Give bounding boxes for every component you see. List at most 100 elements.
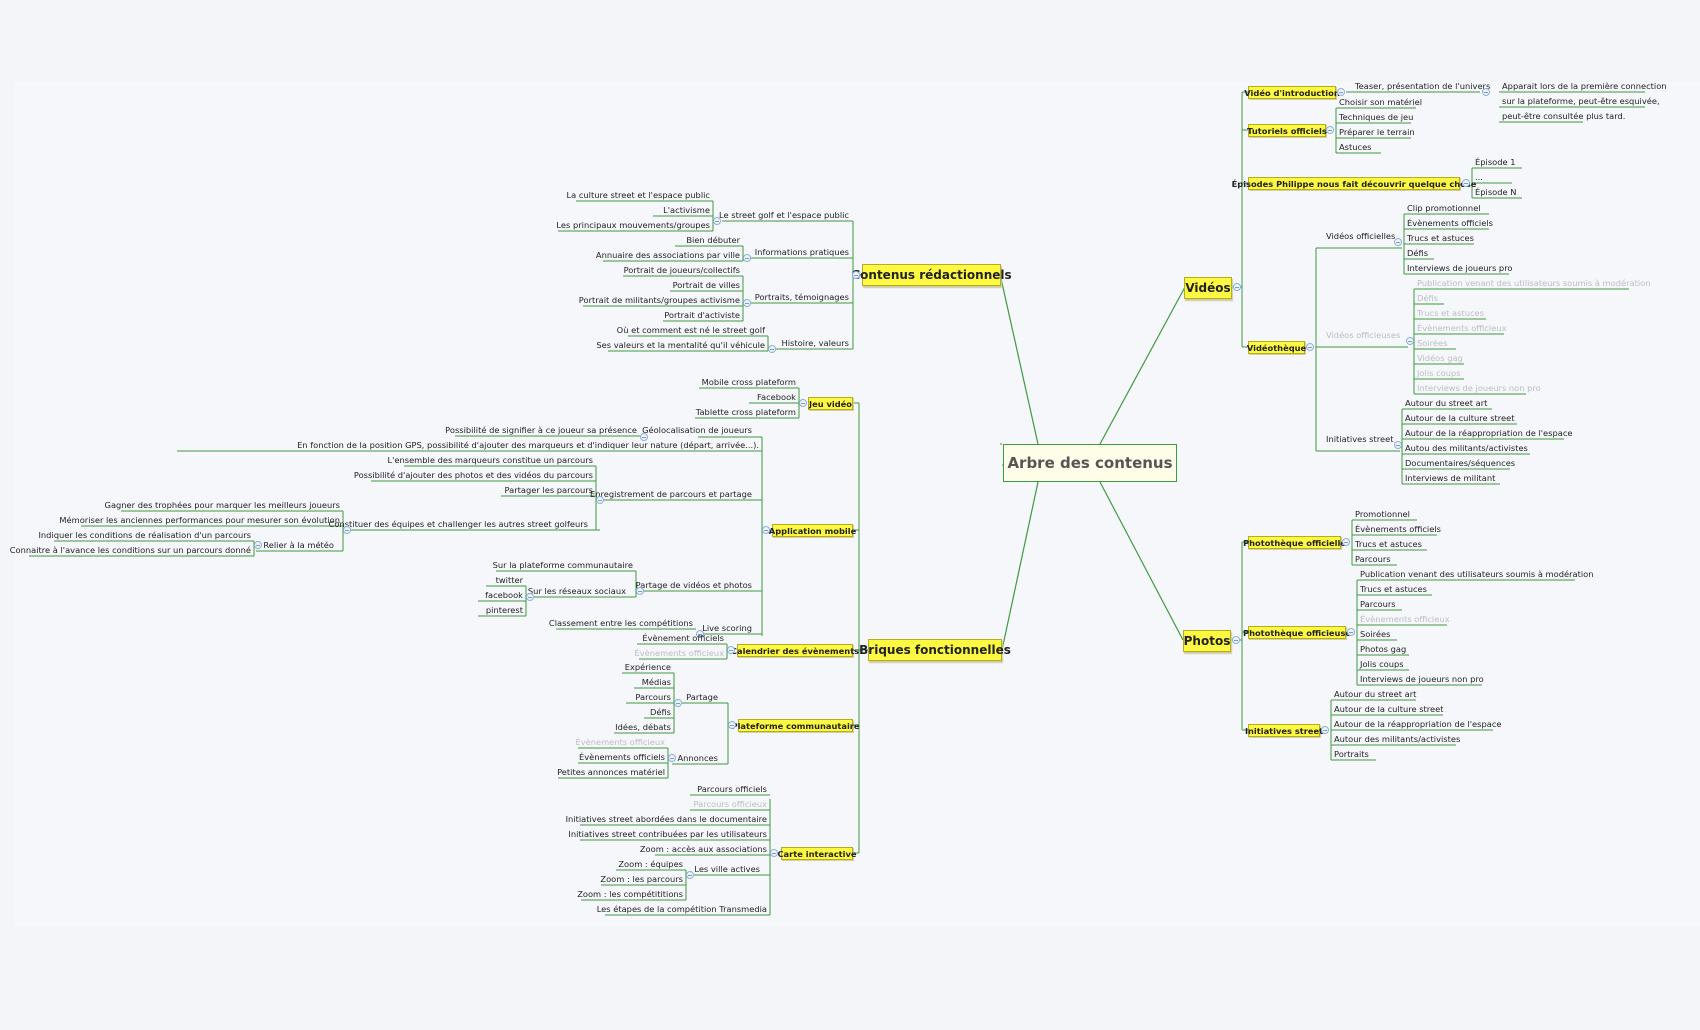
leaf-topic[interactable]: Astuces xyxy=(1339,142,1372,152)
leaf-topic[interactable]: Expérience xyxy=(624,662,671,672)
subtopic[interactable]: Relier à la météo xyxy=(263,540,334,550)
leaf-topic[interactable]: Petites annonces matériel xyxy=(557,767,665,777)
leaf-topic[interactable]: Connaitre à l'avance les conditions sur … xyxy=(9,545,251,555)
main-topic-videos[interactable]: Vidéos xyxy=(1184,277,1232,299)
leaf-topic[interactable]: L'ensemble des marqueurs constitue un pa… xyxy=(387,455,593,465)
subtopic[interactable]: Les ville actives xyxy=(694,864,760,874)
root-topic[interactable]: Arbre des contenus xyxy=(1003,444,1177,482)
leaf-topic[interactable]: Possibilité de signifier à ce joueur sa … xyxy=(445,425,637,435)
subtopic-appli-mobile[interactable]: Application mobile xyxy=(768,524,857,537)
leaf-topic[interactable]: Évènements officiels xyxy=(1355,524,1441,534)
collapse-toggle-icon[interactable] xyxy=(1394,441,1402,449)
collapse-toggle-icon[interactable] xyxy=(668,754,676,762)
collapse-toggle-icon[interactable] xyxy=(852,271,860,279)
collapse-toggle-icon[interactable] xyxy=(1321,726,1329,734)
collapse-toggle-icon[interactable] xyxy=(1306,343,1314,351)
leaf-topic[interactable]: Autour de la réappropriation de l'espace xyxy=(1405,428,1573,438)
leaf-topic[interactable]: sur la plateforme, peut-être esquivée, xyxy=(1502,96,1660,106)
leaf-topic[interactable]: Soirées xyxy=(1417,338,1448,348)
subtopic[interactable]: Annonces xyxy=(677,753,718,763)
leaf-topic[interactable]: Évènements officieux xyxy=(1417,323,1507,333)
leaf-topic[interactable]: Épisode N xyxy=(1475,187,1517,197)
collapse-toggle-icon[interactable] xyxy=(770,849,778,857)
leaf-topic[interactable]: Bien débuter xyxy=(686,235,740,245)
collapse-toggle-icon[interactable] xyxy=(1394,238,1402,246)
leaf-topic[interactable]: Indiquer les conditions de réalisation d… xyxy=(38,530,251,540)
leaf-topic[interactable]: Autour de la culture street xyxy=(1334,704,1444,714)
subtopic[interactable]: Teaser, présentation de l'univers xyxy=(1355,81,1491,91)
subtopic[interactable]: Le street golf et l'espace public xyxy=(719,210,849,220)
leaf-topic[interactable]: Soirées xyxy=(1360,629,1391,639)
collapse-toggle-icon[interactable] xyxy=(674,699,682,707)
collapse-toggle-icon[interactable] xyxy=(1347,628,1355,636)
leaf-topic[interactable]: pinterest xyxy=(485,605,523,615)
main-topic-photos[interactable]: Photos xyxy=(1183,630,1231,652)
collapse-toggle-icon[interactable] xyxy=(762,526,770,534)
subtopic-videotheque[interactable]: Vidéothèque xyxy=(1246,341,1307,354)
leaf-topic[interactable]: Zoom : les parcours xyxy=(600,874,683,884)
collapse-toggle-icon[interactable] xyxy=(686,871,694,879)
collapse-toggle-icon[interactable] xyxy=(1406,337,1414,345)
leaf-topic[interactable]: Zoom : les compétititions xyxy=(577,889,683,899)
leaf-topic[interactable]: Ses valeurs et la mentalité qu'il véhicu… xyxy=(596,340,765,350)
leaf-topic[interactable]: Évènements officiels xyxy=(579,752,665,762)
leaf-topic[interactable]: Jolis coups xyxy=(1417,368,1461,378)
collapse-toggle-icon[interactable] xyxy=(696,630,704,638)
subtopic[interactable]: Vidéos officieuses xyxy=(1326,330,1401,340)
leaf-topic[interactable]: Interviews de joueurs non pro xyxy=(1417,383,1541,393)
subtopic-plateforme[interactable]: Plateforme communautaire xyxy=(731,719,860,732)
subtopic[interactable]: Live scoring xyxy=(702,623,752,633)
leaf-topic[interactable]: Défis xyxy=(1407,248,1429,258)
leaf-topic[interactable]: Épisode 1 xyxy=(1475,157,1516,167)
leaf-topic[interactable]: Promotionnel xyxy=(1355,509,1410,519)
collapse-toggle-icon[interactable] xyxy=(636,587,644,595)
subtopic[interactable]: Informations pratiques xyxy=(754,247,849,257)
leaf-topic[interactable]: Autou des militants/activistes xyxy=(1405,443,1528,453)
leaf-topic[interactable]: Trucs et astuces xyxy=(1417,308,1484,318)
subtopic[interactable]: Géolocalisation de joueurs xyxy=(642,425,752,435)
leaf-topic[interactable]: Portraits xyxy=(1334,749,1369,759)
leaf-topic[interactable]: Trucs et astuces xyxy=(1360,584,1427,594)
leaf-topic[interactable]: Parcours officiels xyxy=(697,784,767,794)
subtopic-intro[interactable]: Vidéo d'introduction xyxy=(1244,86,1340,99)
leaf-topic[interactable]: Autour du street art xyxy=(1334,689,1417,699)
leaf-topic[interactable]: facebook xyxy=(485,590,523,600)
leaf-topic[interactable]: Initiatives street abordées dans le docu… xyxy=(565,814,767,824)
subtopic-initiatives-photos[interactable]: Initiatives street xyxy=(1244,724,1324,737)
leaf-topic[interactable]: peut-être consultée plus tard. xyxy=(1502,111,1626,121)
leaf-topic[interactable]: Parcours xyxy=(635,692,671,702)
leaf-topic[interactable]: Choisir son matériel xyxy=(1339,97,1423,107)
collapse-toggle-icon[interactable] xyxy=(254,541,262,549)
collapse-toggle-icon[interactable] xyxy=(1326,126,1334,134)
collapse-toggle-icon[interactable] xyxy=(713,217,721,225)
leaf-topic[interactable]: Parcours xyxy=(1360,599,1396,609)
leaf-topic[interactable]: ... xyxy=(1475,172,1483,182)
collapse-toggle-icon[interactable] xyxy=(1337,88,1345,96)
subtopic[interactable]: Constituer des équipes et challenger les… xyxy=(328,519,588,529)
subtopic-calendrier[interactable]: Calendrier des évènements xyxy=(730,644,860,657)
leaf-topic[interactable]: La culture street et l'espace public xyxy=(566,190,710,200)
leaf-topic[interactable]: Documentaires/séquences xyxy=(1405,458,1516,468)
leaf-topic[interactable]: Interviews de joueurs pro xyxy=(1407,263,1513,273)
leaf-topic[interactable]: Zoom : accès aux associations xyxy=(639,844,767,854)
leaf-topic[interactable]: Parcours officieux xyxy=(693,799,767,809)
subtopic-phototheque-officieuse[interactable]: Photothèque officieuse xyxy=(1242,626,1352,639)
leaf-topic[interactable]: Initiatives street contribuées par les u… xyxy=(568,829,767,839)
leaf-topic[interactable]: Gagner des trophées pour marquer les mei… xyxy=(104,500,340,510)
collapse-toggle-icon[interactable] xyxy=(1482,88,1490,96)
subtopic-tuto[interactable]: Tutoriels officiels xyxy=(1247,124,1327,137)
leaf-topic[interactable]: Parcours xyxy=(1355,554,1391,564)
collapse-toggle-icon[interactable] xyxy=(1232,636,1240,644)
leaf-topic[interactable]: Publication venant des utilisateurs soum… xyxy=(1360,569,1594,579)
leaf-topic[interactable]: Interviews de militant xyxy=(1405,473,1496,483)
leaf-topic[interactable]: Autour de la réappropriation de l'espace xyxy=(1334,719,1502,729)
leaf-topic[interactable]: Défis xyxy=(1417,293,1439,303)
leaf-topic[interactable]: Sur la plateforme communautaire xyxy=(492,560,633,570)
leaf-topic[interactable]: Évènements officieux xyxy=(575,737,665,747)
leaf-topic[interactable]: Autour des militants/activistes xyxy=(1334,734,1461,744)
leaf-topic[interactable]: Clip promotionnel xyxy=(1407,203,1481,213)
collapse-toggle-icon[interactable] xyxy=(1233,283,1241,291)
subtopic[interactable]: Sur les réseaux sociaux xyxy=(527,586,626,596)
leaf-topic[interactable]: Partager les parcours xyxy=(504,485,593,495)
leaf-topic[interactable]: Autour du street art xyxy=(1405,398,1488,408)
